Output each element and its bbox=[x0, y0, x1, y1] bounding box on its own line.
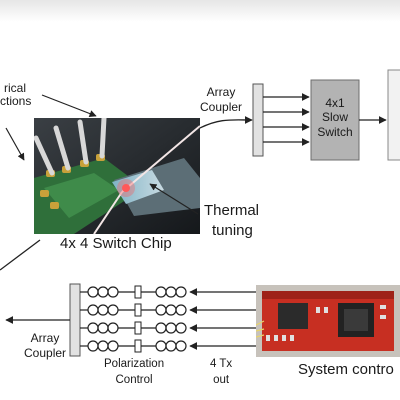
switch-chip-label: 4x 4 Switch Chip bbox=[60, 236, 172, 252]
system-control-label: System contro bbox=[298, 362, 394, 378]
switch-chip-text: 4x 4 Switch Chip bbox=[60, 235, 172, 252]
polarization-control-line1: Polarization bbox=[104, 358, 165, 370]
thermal-tuning-line2: tuning bbox=[212, 221, 253, 239]
slow-switch-line3: Switch bbox=[317, 124, 353, 139]
array-coupler-bottom-line1: Array bbox=[30, 331, 60, 345]
slow-switch-line1: 4x1 bbox=[325, 96, 345, 110]
chip-to-coupler-arrow bbox=[199, 116, 253, 129]
loop-connectors bbox=[80, 291, 156, 347]
system-control-text: System contro bbox=[298, 361, 394, 378]
chip-input-arrow bbox=[0, 239, 41, 271]
polarization-control-line2: Control bbox=[115, 374, 153, 387]
array-coupler-bottom-line2: Coupler bbox=[24, 345, 67, 360]
slow-switch-label: 4x1 Slow Switch bbox=[311, 96, 359, 139]
array-coupler-top-label: Array Coupler bbox=[200, 86, 242, 113]
array-coupler-bottom-label: Array Coupler bbox=[24, 332, 66, 359]
thermal-tuning-line1: Thermal bbox=[204, 202, 260, 219]
slow-switch-line2: Slow bbox=[321, 110, 348, 125]
electrical-connections-line1: rical bbox=[4, 81, 27, 95]
electrical-pointer-1 bbox=[41, 94, 97, 118]
tx-out-line2: out bbox=[213, 374, 230, 387]
electrical-connections-line2: ctions bbox=[0, 93, 32, 108]
thermal-tuning-pointer bbox=[149, 183, 199, 215]
slow-switch-box bbox=[310, 79, 360, 161]
array-coupler-bottom bbox=[69, 283, 81, 357]
electrical-connections-label: rical ctions bbox=[0, 82, 31, 107]
array-coupler-top-line1: Array bbox=[206, 85, 236, 99]
thermal-tuning-label: Thermal tuning bbox=[204, 203, 259, 239]
polarization-control-label: Polarization Control bbox=[104, 358, 164, 386]
system-control-photo bbox=[256, 285, 400, 357]
top-gradient-band bbox=[0, 0, 400, 22]
offscreen-box-right bbox=[387, 69, 400, 161]
array-coupler-top bbox=[252, 83, 264, 157]
electrical-pointer-2 bbox=[5, 127, 25, 161]
coupler-to-switch-arrows bbox=[263, 93, 310, 146]
array-coupler-top-line2: Coupler bbox=[200, 99, 243, 114]
tx-out-line1: 4 Tx bbox=[210, 358, 233, 370]
tx-arrows bbox=[189, 288, 256, 350]
tx-out-label: 4 Tx out bbox=[210, 358, 232, 386]
polarization-paddles bbox=[134, 285, 142, 353]
